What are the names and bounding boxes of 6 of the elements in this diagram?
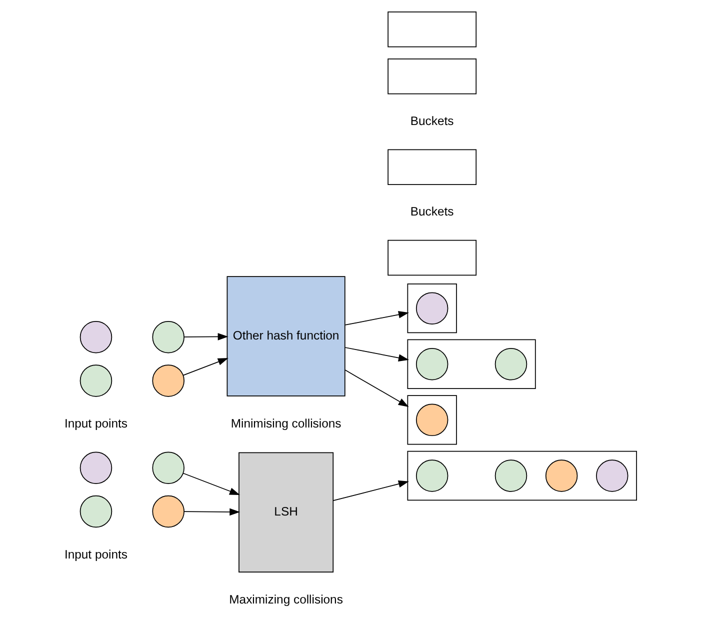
label: Input points xyxy=(64,547,128,562)
node-label: Minimising collisions xyxy=(230,416,342,431)
label: Buckets xyxy=(410,114,454,128)
label: Buckets xyxy=(410,204,454,219)
node-label: Maximizing collisions xyxy=(229,592,343,607)
label: Input points xyxy=(64,416,128,431)
